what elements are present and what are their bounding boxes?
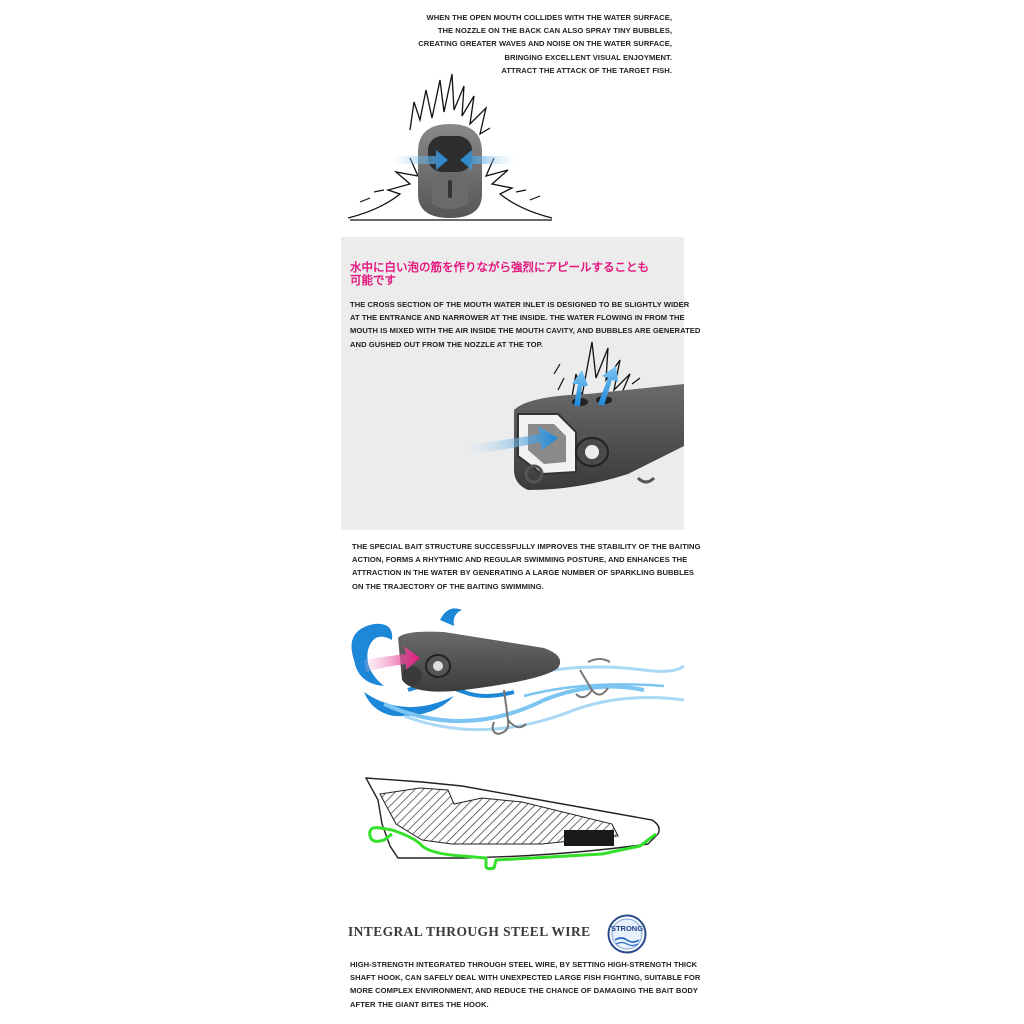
lure-front-view-illustration <box>347 73 553 221</box>
badge-label: STRONG <box>611 924 643 933</box>
caption-line: MORE COMPLEX ENVIRONMENT, AND REDUCE THE… <box>350 986 699 996</box>
lure-cross-section-illustration <box>458 341 684 490</box>
caption-line: AT THE ENTRANCE AND NARROWER AT THE INSI… <box>350 313 685 323</box>
cross-section-panel <box>341 237 684 530</box>
caption-line: AFTER THE GIANT BITES THE HOOK. <box>350 999 489 1009</box>
swimming-caption: THE SPECIAL BAIT STRUCTURE SUCCESSFULLY … <box>352 540 701 593</box>
strong-badge-icon: STRONG <box>607 914 647 954</box>
caption-line: MOUTH IS MIXED WITH THE AIR INSIDE THE M… <box>350 326 701 336</box>
caption-line: WHEN THE OPEN MOUTH COLLIDES WITH THE WA… <box>426 13 672 22</box>
caption-line: HIGH-STRENGTH INTEGRATED THROUGH STEEL W… <box>350 960 698 969</box>
caption-line: THE CROSS SECTION OF THE MOUTH WATER INL… <box>350 300 690 309</box>
caption-line: THE SPECIAL BAIT STRUCTURE SUCCESSFULLY … <box>352 542 701 551</box>
cross-section-caption: THE CROSS SECTION OF THE MOUTH WATER INL… <box>350 298 701 351</box>
caption-line: ON THE TRAJECTORY OF THE BAITING SWIMMIN… <box>352 581 544 591</box>
wire-section-title: INTEGRAL THROUGH STEEL WIRE <box>348 924 591 939</box>
caption-line: BRINGING EXCELLENT VISUAL ENJOYMENT. <box>504 52 672 62</box>
jp-heading-line: 可能です <box>350 273 396 287</box>
jp-heading: 水中に白い泡の筋を作りながら強烈にアピールすることも 可能です <box>350 261 680 287</box>
wire-caption: HIGH-STRENGTH INTEGRATED THROUGH STEEL W… <box>350 958 701 1011</box>
lure-swimming-illustration <box>351 608 685 736</box>
jp-heading-line: 水中に白い泡の筋を作りながら強烈にアピールすることも <box>350 260 649 274</box>
caption-line: ATTRACTION IN THE WATER BY GENERATING A … <box>352 568 694 578</box>
caption-line: CREATING GREATER WAVES AND NOISE ON THE … <box>418 39 672 49</box>
caption-line: ATTRACT THE ATTACK OF THE TARGET FISH. <box>501 65 672 75</box>
caption-line: SHAFT HOOK, CAN SAFELY DEAL WITH UNEXPEC… <box>350 973 701 983</box>
caption-line: AND GUSHED OUT FROM THE NOZZLE AT THE TO… <box>350 339 543 349</box>
top-caption: WHEN THE OPEN MOUTH COLLIDES WITH THE WA… <box>405 11 672 77</box>
caption-line: ACTION, FORMS A RHYTHMIC AND REGULAR SWI… <box>352 555 688 565</box>
steel-wire-diagram <box>364 777 660 871</box>
caption-line: THE NOZZLE ON THE BACK CAN ALSO SPRAY TI… <box>437 26 672 36</box>
